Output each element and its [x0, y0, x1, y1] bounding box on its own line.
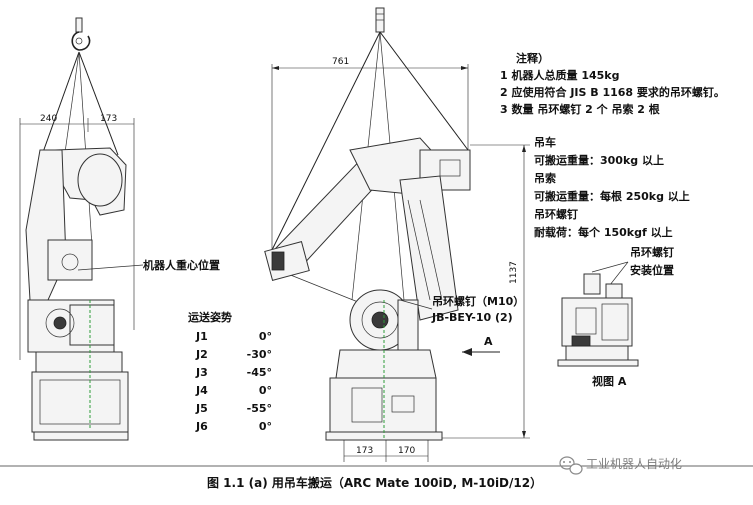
capacity-line: 可搬运重量：每根 250kg 以上	[534, 189, 690, 203]
view-a-detail: 吊环螺钉 安装位置 视图 A	[557, 245, 674, 388]
joint-value: 0°	[259, 330, 272, 343]
robot-arm	[264, 137, 471, 441]
eyebolt-spec-line2: JB-BEY-10 (2)	[431, 311, 513, 324]
posture-title: 运送姿势	[188, 310, 232, 324]
joint-name: J2	[195, 348, 208, 361]
joint-name: J5	[195, 402, 208, 415]
eyebolt-install-line2: 安装位置	[630, 263, 674, 277]
joint-name: J6	[195, 420, 208, 433]
wechat-icon	[559, 456, 583, 475]
sling-left-a	[41, 51, 80, 156]
joint-value: -30°	[247, 348, 272, 361]
notes-title: 注释）	[516, 51, 549, 65]
note-item: 3 数量 吊环螺钉 2 个 吊索 2 根	[500, 102, 661, 116]
joint-value: 0°	[259, 420, 272, 433]
capacity-line: 可搬运重量：300kg 以上	[534, 153, 664, 167]
joint-value: -45°	[247, 366, 272, 379]
capacity-line: 吊环螺钉	[534, 207, 578, 221]
sling-main-a	[271, 31, 381, 251]
sling-main-b	[379, 31, 469, 151]
crane-hook-left	[71, 17, 91, 51]
capacity-block: 吊车 可搬运重量：300kg 以上 吊索 可搬运重量：每根 250kg 以上 吊…	[534, 135, 690, 239]
capacity-line: 吊车	[534, 135, 556, 149]
watermark-text: 工业机器人自动化	[586, 457, 682, 471]
eyebolt-spec-line1: 吊环螺钉（M10）	[432, 294, 524, 308]
note-item: 1 机器人总质量 145kg	[500, 68, 619, 82]
cog-label: 机器人重心位置	[143, 258, 220, 272]
eyebolt-install-line1: 吊环螺钉	[630, 245, 674, 259]
dim-170: 170	[398, 446, 415, 456]
left-side-view: 240 173	[19, 17, 135, 441]
posture-table: 运送姿势 J1 0° J2 -30° J3 -45° J4 0° J5 -55°…	[188, 310, 272, 433]
capacity-line: 吊索	[534, 171, 556, 185]
dim-1137: 1137	[509, 261, 519, 284]
dim-240: 240	[40, 114, 57, 124]
robot-side-view	[25, 147, 129, 441]
dim-173-bottom: 173	[356, 446, 373, 456]
view-a-arrow-label: A	[484, 335, 493, 348]
joint-name: J3	[195, 366, 208, 379]
notes-block: 注释） 1 机器人总质量 145kg 2 应使用符合 JIS B 1168 要求…	[500, 51, 725, 116]
view-a-label: 视图 A	[592, 374, 627, 388]
dim-173-top: 173	[100, 114, 117, 124]
capacity-line: 耐载荷：每个 150kgf 以上	[534, 225, 673, 239]
note-item: 2 应使用符合 JIS B 1168 要求的吊环螺钉。	[500, 85, 725, 99]
dim-761: 761	[332, 57, 349, 67]
main-view: 761 1137	[264, 7, 530, 462]
figure-caption: 图 1.1 (a) 用吊车搬运（ARC Mate 100iD, M-10iD/1…	[207, 475, 542, 490]
joint-value: 0°	[259, 384, 272, 397]
sling-left-b	[78, 51, 119, 156]
joint-name: J4	[195, 384, 208, 397]
crane-hook-main	[375, 7, 385, 33]
cog-leader-left	[77, 264, 144, 271]
joint-value: -55°	[247, 402, 272, 415]
joint-name: J1	[195, 330, 208, 343]
